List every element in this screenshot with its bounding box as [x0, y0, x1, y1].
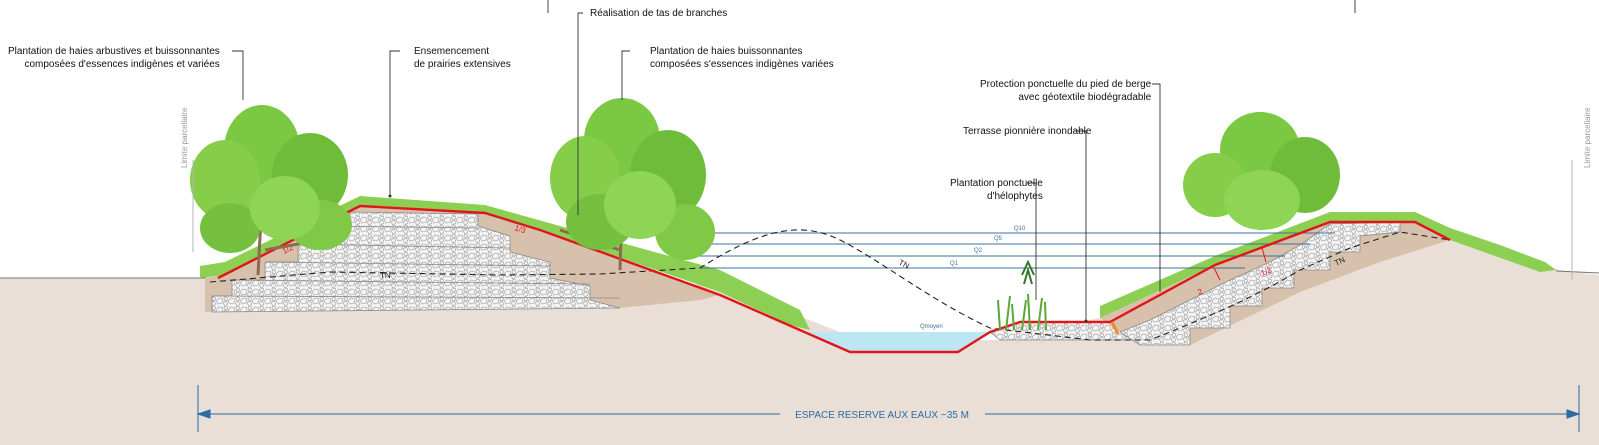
right-gabion-stack — [1119, 221, 1401, 346]
dimension-label: ESPACE RESERVE AUX EAUX ~35 M — [795, 410, 969, 421]
slope-right-small-label: 2 — [1196, 287, 1204, 297]
water-level-q5: Q5 — [994, 236, 1003, 242]
tn-label-channel: TN — [897, 258, 911, 271]
water-level-q1: Q1 — [950, 261, 959, 267]
annotation-haies-buissonnantes: Plantation de haies buissonnantes compos… — [650, 46, 834, 70]
slope-tick-2 — [1213, 267, 1221, 281]
annotation-protection-berge: Protection ponctuelle du pied de berge a… — [980, 79, 1152, 103]
water-level-q2: Q2 — [974, 248, 983, 254]
annotation-tas-branches: Réalisation de tas de branches — [590, 8, 728, 19]
project-profile-line — [217, 204, 1451, 354]
left-grass-layer — [200, 196, 810, 330]
tree-right — [1183, 112, 1340, 231]
annotation-helophytes: Plantation ponctuelle d'hélophytes — [950, 178, 1043, 202]
leader-dot-ensemencement — [388, 194, 392, 198]
tree-left — [190, 105, 352, 276]
qmoyen-label: Qmoyen — [920, 324, 943, 330]
water-level-q10: Q10 — [1014, 226, 1026, 232]
boundary-label-right: Limite parcellaire — [1583, 107, 1592, 168]
tn-label-left: TN — [380, 271, 391, 280]
tn-label-right: TN — [1333, 255, 1347, 268]
slope-middle-label: 1/3 — [513, 223, 527, 235]
slope-right-label: 1/2 — [1259, 265, 1273, 278]
slope-tick-1 — [1261, 247, 1267, 263]
left-gabion-courses — [211, 225, 621, 299]
annotation-terrasse: Terrasse pionnière inondable — [963, 126, 1092, 137]
annotation-ensemencement: Ensemencement de prairies extensives — [414, 46, 511, 70]
dimension-line — [196, 385, 1581, 432]
natural-terrain-dashed-line — [209, 229, 1451, 341]
leader-dot-terrasse — [1084, 319, 1088, 323]
terrace-orange-mark — [1110, 321, 1120, 335]
natural-ground-line-right — [1555, 270, 1599, 274]
annotation-leaders — [232, 0, 1356, 320]
boundary-label-left: Limite parcellaire — [180, 107, 189, 168]
annotation-haies-arbustives: Plantation de haies arbustives et buisso… — [8, 46, 220, 70]
tree-middle — [550, 98, 715, 271]
helophyte-plants — [997, 259, 1047, 331]
flood-level-lines — [690, 232, 1335, 269]
river-water — [808, 332, 990, 352]
